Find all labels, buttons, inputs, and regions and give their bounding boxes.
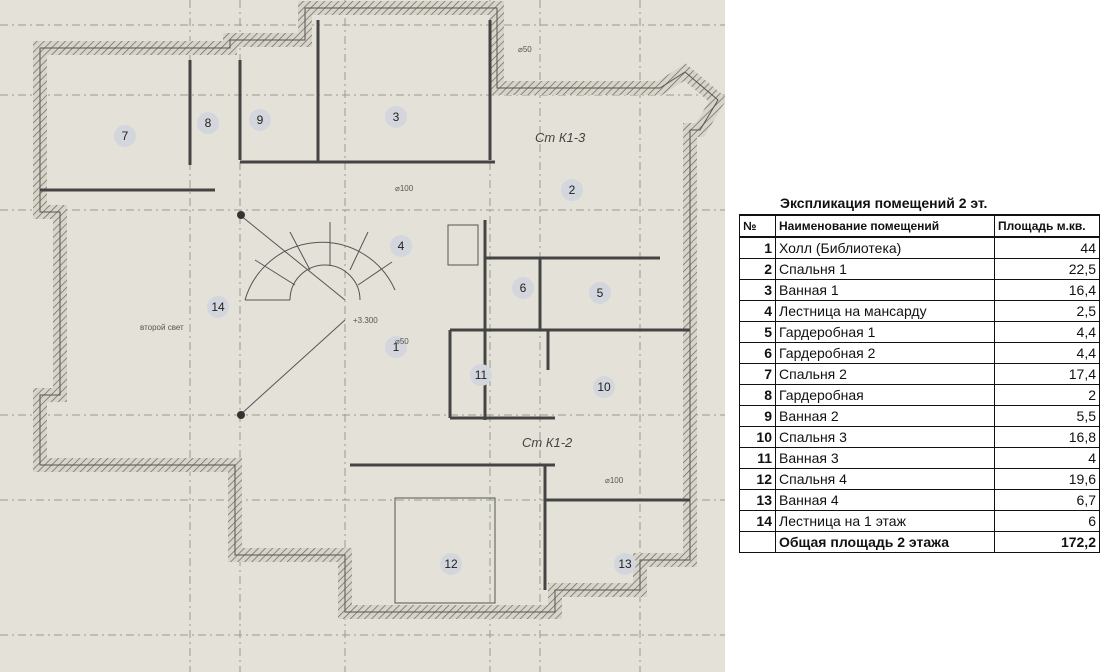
column-marker (237, 411, 245, 419)
room-number: 1 (739, 236, 776, 259)
room-area: 44 (994, 236, 1100, 259)
room-label: 4 (390, 235, 412, 257)
room-name: Ванная 4 (775, 489, 995, 511)
header-num: № (739, 214, 776, 238)
room-name: Лестница на мансарду (775, 300, 995, 322)
room-label: 11 (470, 364, 492, 386)
floor-plan: 1 2 3 4 5 6 7 8 9 10 11 12 13 14 второй … (0, 0, 725, 672)
room-number: 8 (739, 384, 776, 406)
room-name: Спальня 1 (775, 258, 995, 280)
room-name: Гардеробная 2 (775, 342, 995, 364)
room-name: Гардеробная (775, 384, 995, 406)
floor-plan-drawing (0, 0, 725, 672)
room-area: 16,8 (994, 426, 1100, 448)
room-label: 5 (589, 282, 611, 304)
interior-walls (40, 20, 690, 590)
total-label: Общая площадь 2 этажа (775, 531, 995, 553)
room-label: 12 (440, 553, 462, 575)
room-area: 22,5 (994, 258, 1100, 280)
explication-title: Экспликация помещений 2 эт. (780, 195, 988, 211)
room-area: 16,4 (994, 279, 1100, 301)
header-name: Наименование помещений (775, 214, 995, 238)
room-area: 2,5 (994, 300, 1100, 322)
room-label: 3 (385, 106, 407, 128)
pipe-label: ⌀100 (395, 184, 414, 193)
pipe-label: ⌀100 (605, 476, 624, 485)
room-area: 6,7 (994, 489, 1100, 511)
room-area: 4,4 (994, 342, 1100, 364)
riser-label: Ст К1-2 (522, 435, 573, 450)
room-area: 6 (994, 510, 1100, 532)
level-mark: +3.300 (353, 316, 378, 325)
room-name: Ванная 1 (775, 279, 995, 301)
room-number: 2 (739, 258, 776, 280)
room-number: 13 (739, 489, 776, 511)
total-row: Общая площадь 2 этажа 172,2 (739, 531, 1100, 553)
header-area: Площадь м.кв. (994, 214, 1100, 238)
riser-label: Ст К1-3 (535, 130, 586, 145)
room-label: 1 (385, 336, 407, 358)
room-label: 7 (114, 125, 136, 147)
room-label: 6 (512, 277, 534, 299)
room-label: 2 (561, 179, 583, 201)
room-label: 9 (249, 109, 271, 131)
room-area: 19,6 (994, 468, 1100, 490)
room-name: Лестница на 1 этаж (775, 510, 995, 532)
room-number: 6 (739, 342, 776, 364)
room-area: 2 (994, 384, 1100, 406)
room-number: 9 (739, 405, 776, 427)
room-number: 10 (739, 426, 776, 448)
room-number: 3 (739, 279, 776, 301)
room-number: 11 (739, 447, 776, 469)
column-marker (237, 211, 245, 219)
room-area: 17,4 (994, 363, 1100, 385)
room-label: 8 (197, 112, 219, 134)
room-label: 10 (593, 376, 615, 398)
pipe-label: ⌀50 (395, 337, 409, 346)
room-name: Ванная 3 (775, 447, 995, 469)
total-area: 172,2 (994, 531, 1100, 553)
room-name: Спальня 4 (775, 468, 995, 490)
pipe-label: ⌀50 (518, 45, 532, 54)
room-number: 7 (739, 363, 776, 385)
room-area: 4 (994, 447, 1100, 469)
room-area: 4,4 (994, 321, 1100, 343)
room-name: Спальня 2 (775, 363, 995, 385)
room-name: Холл (Библиотека) (775, 236, 995, 259)
room-name: Спальня 3 (775, 426, 995, 448)
room-number: 12 (739, 468, 776, 490)
room-number: 5 (739, 321, 776, 343)
room-name: Ванная 2 (775, 405, 995, 427)
second-light-label: второй свет (140, 323, 184, 332)
exterior-walls (33, 1, 725, 619)
room-number: 14 (739, 510, 776, 532)
explication-table: № Наименование помещений Площадь м.кв. 1… (739, 214, 1100, 553)
spiral-staircase (239, 214, 496, 604)
room-number: 4 (739, 300, 776, 322)
room-name: Гардеробная 1 (775, 321, 995, 343)
room-area: 5,5 (994, 405, 1100, 427)
room-label: 13 (614, 553, 636, 575)
room-label: 14 (207, 296, 229, 318)
